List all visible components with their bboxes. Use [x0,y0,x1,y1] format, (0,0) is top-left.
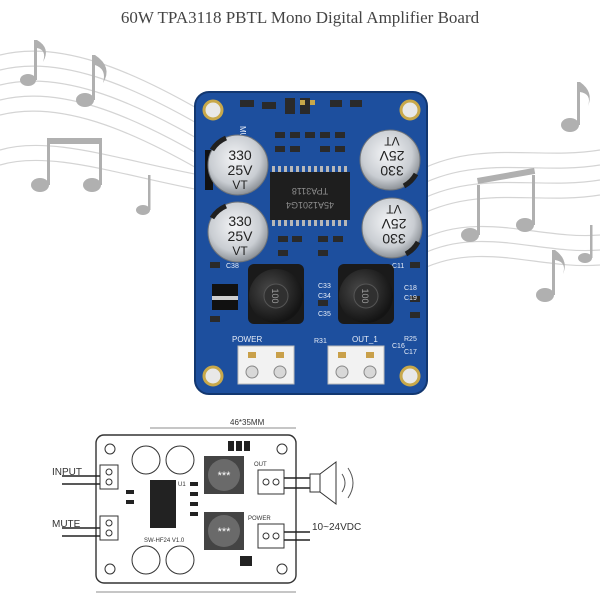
speaker-icon [309,461,354,505]
silk-out: OUT_1 [352,335,378,344]
capacitor-bottom-right: 330 25V VT [361,197,423,259]
silk-c19: C19 [404,295,417,302]
cap-voltage: 25V [228,162,254,178]
silk-c38: C38 [226,263,239,270]
chip-marking-2: 45A1201G4 [286,200,334,210]
cap-voltage: 25V [228,228,254,244]
capacitor-bottom-left: 330 25V VT [207,201,269,263]
silk-power: POWER [232,335,262,344]
silk-c11: C11 [392,263,404,270]
silk-r31: R31 [314,338,327,345]
right-beamed-notes-icon [461,167,536,242]
wiring-diagram: 46*35MM U1 SW-HF24 V1.0 *** *** [52,418,361,593]
header-pins [300,100,315,105]
music-notes [20,40,593,302]
cap-voltage: 25V [381,216,407,232]
diode [212,284,238,310]
cap-value: 330 [380,163,404,179]
silk-c33: C33 [318,283,331,290]
right-note-icon [561,82,590,132]
diagram-chip: U1 [150,480,186,528]
smd-components-top [240,98,362,152]
output-terminal [327,345,385,385]
cap-code: VT [386,202,402,216]
silk-c16: C16 [392,343,405,350]
cap-code: VT [232,244,248,258]
silk-c34: C34 [318,293,331,300]
inductor-marking: 100 [270,288,280,303]
cap-value: 330 [382,231,406,247]
staff-lines-right [419,149,600,271]
inductor-right: 100 [338,264,394,324]
cap-code: VT [384,134,400,148]
diagram-out-label: OUT [254,462,267,468]
cap-voltage: 25V [379,148,405,164]
diagram-resistors [126,441,252,566]
treble-note-icon [20,40,46,86]
diagram-capacitors [131,445,195,575]
diagram-terminal-screws [105,468,280,540]
beamed-notes-icon [31,138,102,192]
diagram-inductor-bottom: *** [204,512,244,550]
eighth-note-icon [76,55,107,107]
smd-components-mid [210,236,420,322]
diagram-cap-marking: *** [218,526,232,538]
cap-code: VT [232,178,248,192]
diagram-input-label: INPUT [52,467,82,478]
diagram-wires [62,475,310,541]
diagram-chip-label: U1 [178,482,186,488]
diagram-holes [104,443,288,575]
diagram-voltage-label: 10~24VDC [312,522,361,533]
diagram-mute-label: MUTE [52,519,81,530]
silk-r25: R25 [404,336,417,343]
right-small-note-icon [578,225,593,263]
silk-c17: C17 [404,349,417,356]
right-low-note-icon [536,250,565,302]
mounting-holes [202,99,421,387]
diagram-inductor-top: *** [204,456,244,494]
diagram-terminals [99,464,285,549]
silk-c35: C35 [318,311,331,318]
inductor-marking: 100 [360,288,370,303]
inductor-left: 100 [248,264,304,324]
cap-value: 330 [228,213,252,229]
quarter-note-icon [136,175,151,215]
silk-c18: C18 [404,285,417,292]
cap-value: 330 [228,147,252,163]
diagram-cap-marking: *** [218,470,232,482]
amplifier-chip: TPA3118 45A1201G4 [270,166,350,226]
power-terminal [237,345,295,385]
chip-marking-1: TPA3118 [292,186,328,196]
capacitor-top-right: 330 25V VT [359,129,421,191]
diagram-power-label: POWER [248,516,271,522]
page-title: 60W TPA3118 PBTL Mono Digital Amplifier … [120,8,480,27]
diagram-size-label: 46*35MM [230,418,265,427]
diagram-board-outline [95,434,297,584]
capacitor-top-left: 330 25V VT [205,134,269,196]
amplifier-board-photo: MUTE TPA3118 45A1201G4 330 25V VT [194,91,428,395]
diagram-model-label: SW-HF24 V1.0 [144,538,185,544]
